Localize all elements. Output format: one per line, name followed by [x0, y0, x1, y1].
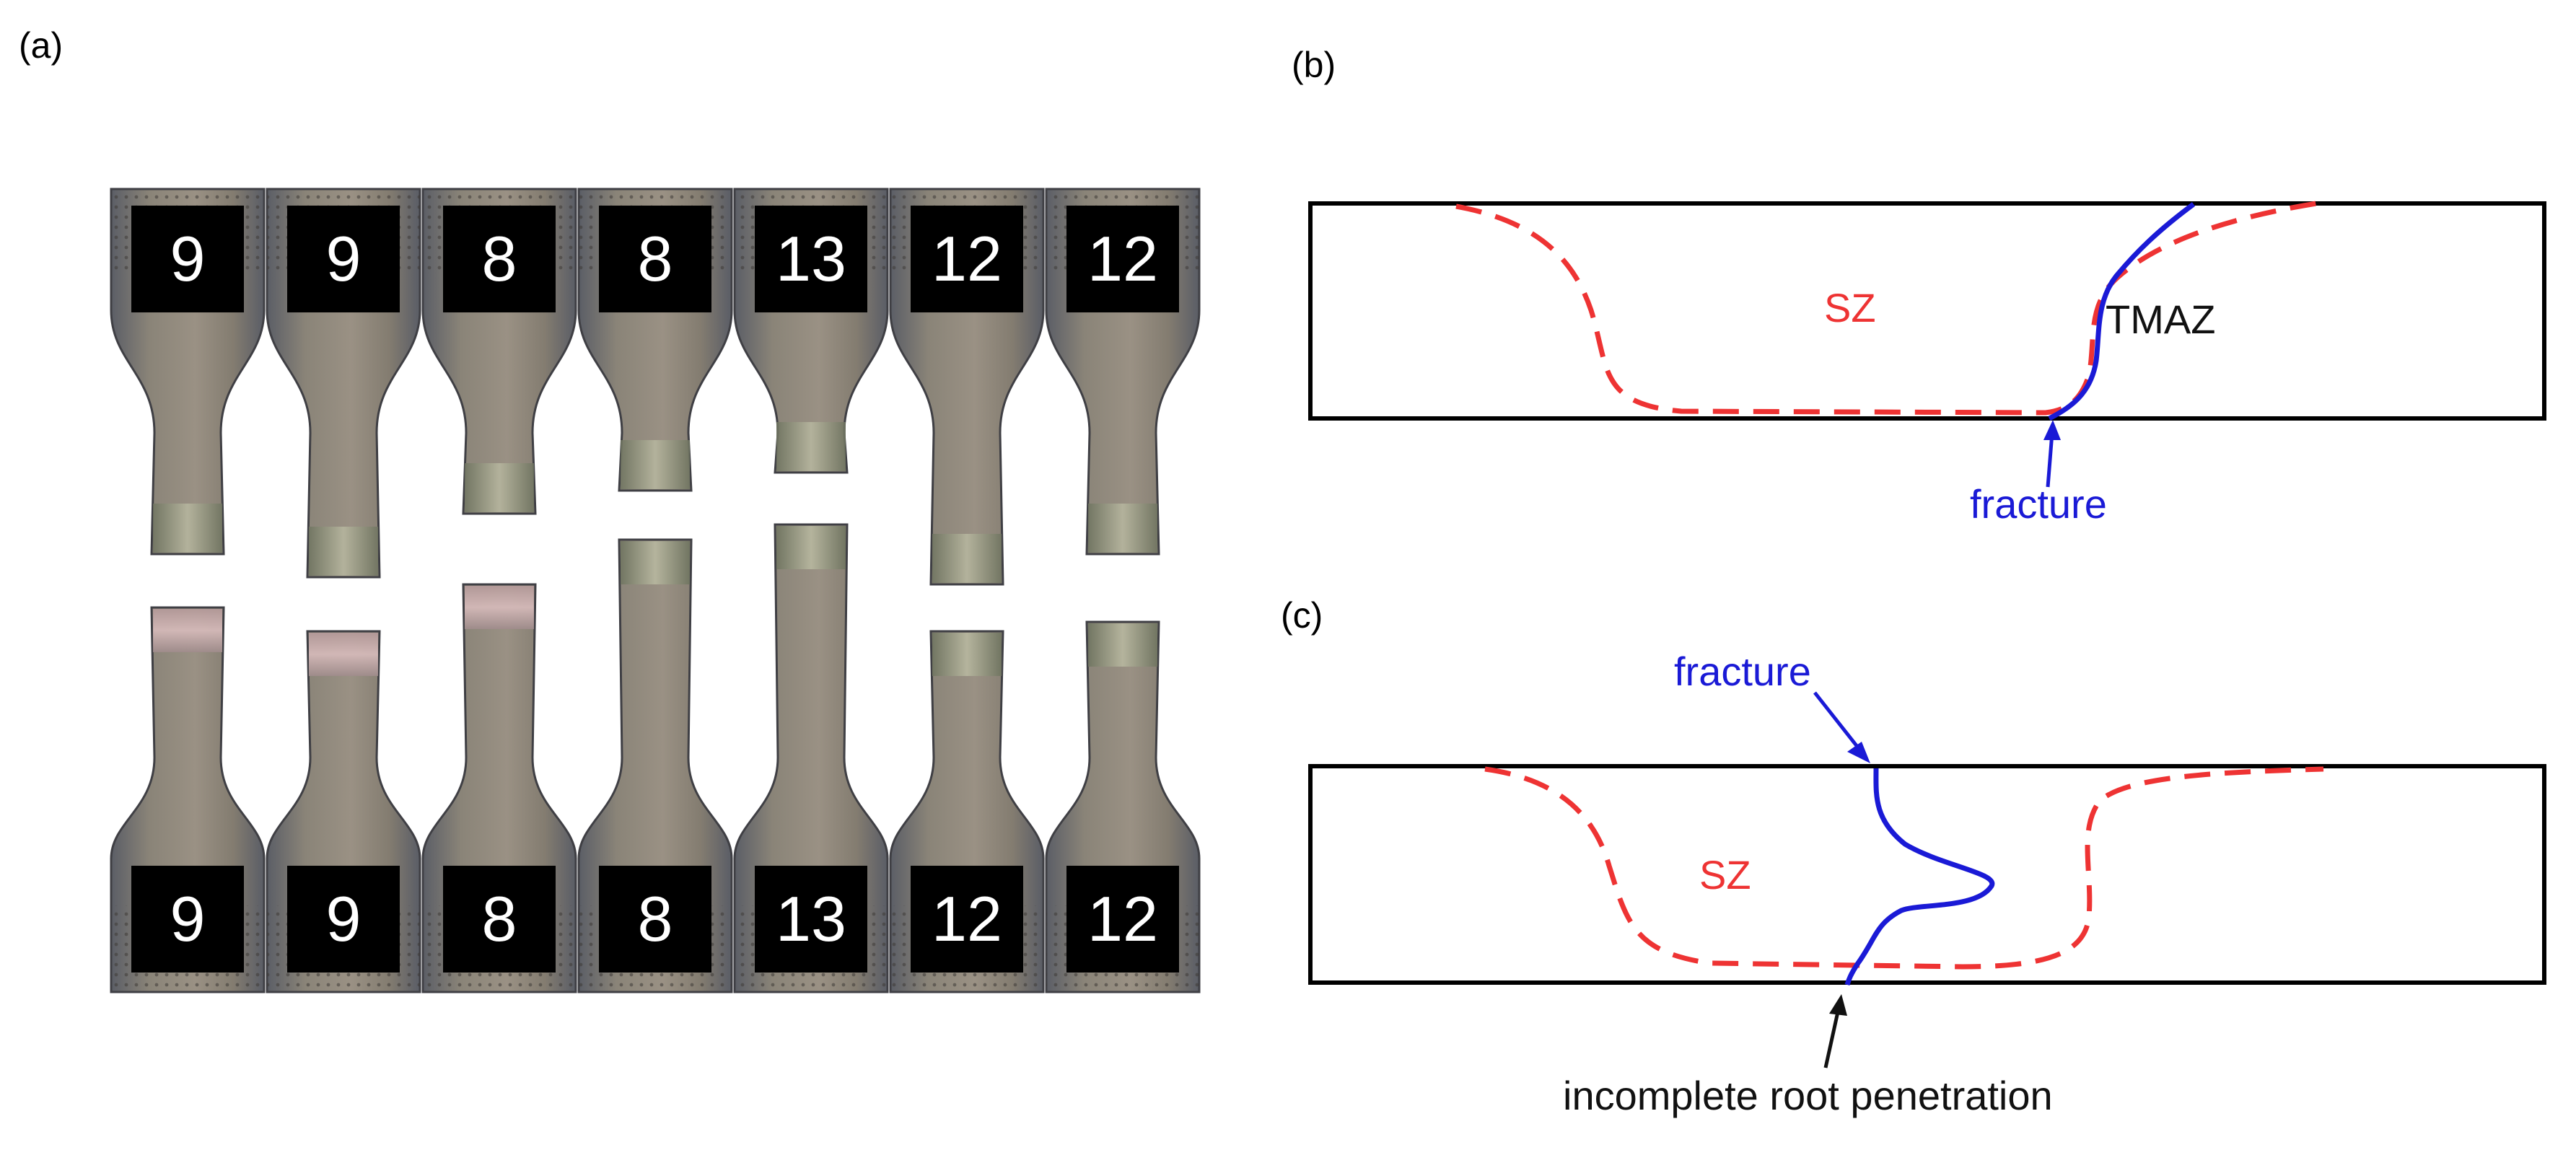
- number-top-4: 8: [638, 223, 673, 294]
- fracture-arrowhead-c: [1847, 742, 1870, 763]
- fracture-surface-bottom-4: [621, 541, 690, 584]
- diagram-b: SZ TMAZ fracture: [1308, 201, 2546, 527]
- number-badge-top-3: [443, 206, 556, 312]
- panel-label-b: (b): [1292, 45, 1336, 85]
- sz-label-b: SZ: [1824, 285, 1876, 330]
- number-bottom-5: 13: [776, 883, 846, 954]
- number-badge-top-4: [599, 206, 711, 312]
- fracture-surface-top-4: [621, 440, 690, 489]
- plate-outline-c: [1308, 764, 2546, 985]
- number-badge-bottom-6: [911, 866, 1023, 973]
- plate-outline-b: [1308, 201, 2546, 421]
- number-bottom-2: 9: [326, 883, 362, 954]
- fracture-surface-top-2: [309, 527, 378, 576]
- number-bottom-3: 8: [482, 883, 517, 954]
- number-bottom-7: 12: [1087, 883, 1158, 954]
- number-top-7: 12: [1087, 223, 1158, 294]
- number-badge-bottom-7: [1066, 866, 1179, 973]
- sz-label-c: SZ: [1699, 852, 1751, 897]
- fracture-arrowhead-b: [2043, 420, 2061, 440]
- number-bottom-4: 8: [638, 883, 673, 954]
- root-arrowhead: [1829, 994, 1847, 1016]
- root-arrow: [1823, 1008, 1841, 1068]
- fracture-surface-bottom-3: [465, 586, 534, 629]
- number-badge-top-6: [911, 206, 1023, 312]
- fracture-surface-top-3: [465, 463, 534, 512]
- number-badge-bottom-4: [599, 866, 711, 973]
- number-badge-top-7: [1066, 206, 1179, 312]
- panel-label-c: (c): [1281, 595, 1323, 636]
- specimen-number-badges: 9 9 8 8 13 12 12 9 9 8 8 13 12 12: [131, 206, 1179, 973]
- sz-boundary-c: [1484, 766, 2324, 970]
- fracture-arrow-c: [1813, 691, 1862, 752]
- number-badge-bottom-3: [443, 866, 556, 973]
- fracture-surface-bottom-2: [309, 633, 378, 676]
- fracture-label-b: fracture: [1970, 481, 2107, 527]
- fracture-surface-top-5: [776, 422, 846, 471]
- fracture-surface-bottom-1: [153, 609, 222, 652]
- fracture-arrow-b: [2046, 432, 2054, 488]
- number-top-2: 9: [326, 223, 362, 294]
- specimen-photo: 9 9 8 8 13 12 12 9 9 8 8 13 12 12: [110, 188, 1201, 993]
- root-label: incomplete root penetration: [1563, 1073, 2053, 1118]
- number-top-3: 8: [482, 223, 517, 294]
- fracture-surface-top-1: [153, 504, 222, 553]
- number-bottom-6: 12: [932, 883, 1002, 954]
- fracture-label-c: fracture: [1674, 649, 1811, 694]
- fracture-surface-top-7: [1088, 504, 1157, 553]
- number-top-6: 12: [932, 223, 1002, 294]
- number-badge-top-2: [287, 206, 400, 312]
- sz-boundary-b: [1455, 201, 2317, 416]
- diagram-c: SZ fracture incomplete root penetration: [1308, 649, 2546, 1118]
- fracture-surface-bottom-7: [1088, 623, 1157, 667]
- fracture-path-b: [2048, 202, 2196, 421]
- number-badge-bottom-1: [131, 866, 244, 973]
- number-badge-bottom-2: [287, 866, 400, 973]
- number-badge-bottom-5: [755, 866, 867, 973]
- fracture-path-c: [1844, 768, 1995, 986]
- panel-label-a: (a): [19, 25, 63, 66]
- fracture-surface-top-6: [932, 534, 1002, 583]
- fracture-surface-bottom-6: [932, 633, 1002, 676]
- number-top-5: 13: [776, 223, 846, 294]
- number-badge-top-5: [755, 206, 867, 312]
- number-bottom-1: 9: [170, 883, 206, 954]
- fracture-surface-bottom-5: [776, 526, 846, 569]
- number-badge-top-1: [131, 206, 244, 312]
- number-top-1: 9: [170, 223, 206, 294]
- tmaz-label: TMAZ: [2106, 297, 2215, 342]
